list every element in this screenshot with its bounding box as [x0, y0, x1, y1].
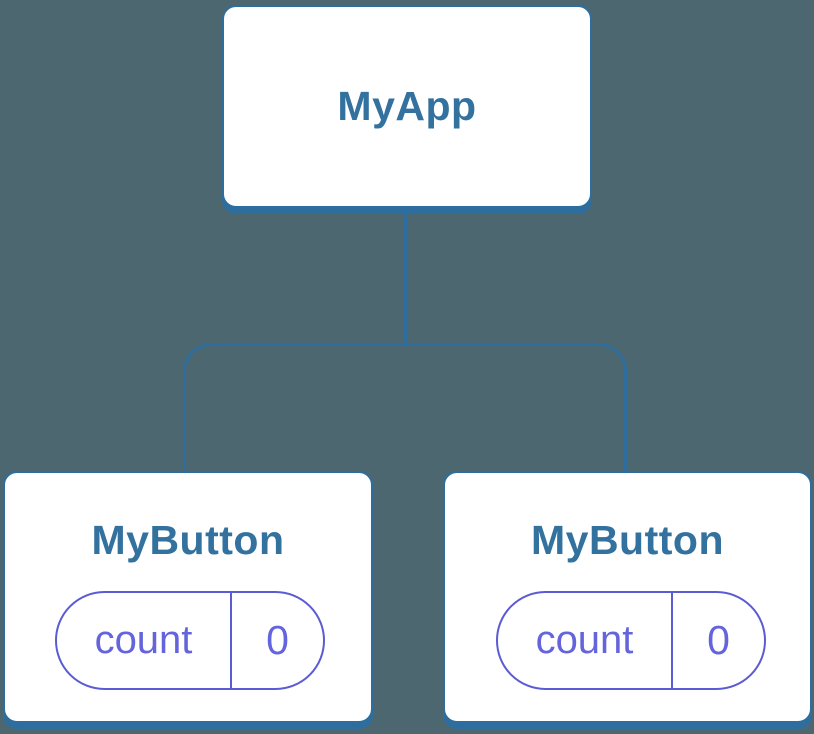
- state-pill-divider: [230, 593, 232, 688]
- root-component-name: MyApp: [337, 83, 477, 129]
- state-value: 0: [707, 617, 730, 663]
- mybutton-card-left: MyButton count 0: [3, 471, 373, 723]
- mybutton-card-right: MyButton count 0: [443, 471, 812, 723]
- state-pill: count 0: [55, 591, 325, 690]
- component-name: MyButton: [91, 517, 285, 563]
- state-key: count: [535, 618, 634, 662]
- connector-bracket: [183, 343, 627, 471]
- connector-stem: [403, 211, 407, 345]
- component-name: MyButton: [530, 517, 724, 563]
- state-pill-divider: [671, 593, 673, 688]
- state-pill: count 0: [496, 591, 766, 690]
- state-key: count: [94, 618, 193, 662]
- state-value: 0: [266, 617, 289, 663]
- myapp-card: MyApp: [222, 5, 592, 208]
